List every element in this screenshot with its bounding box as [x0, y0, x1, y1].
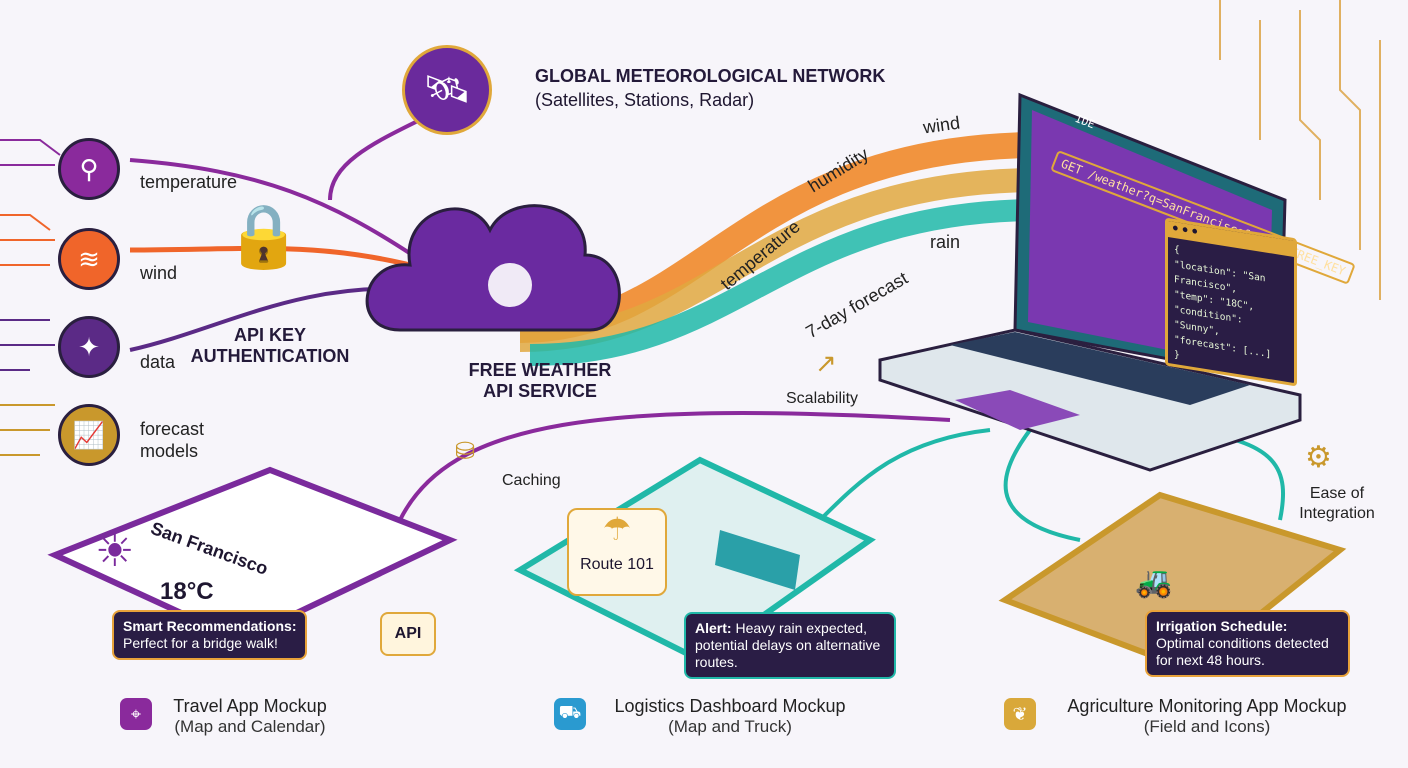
service-line2: API SERVICE: [483, 381, 597, 401]
network-title: GLOBAL METEOROLOGICAL NETWORK: [535, 66, 886, 86]
tip-text: Optimal conditions detected for next 48 …: [1156, 635, 1329, 668]
caption-title: Travel App Mockup: [173, 696, 327, 716]
caching-label: Caching: [502, 472, 561, 489]
tip-text: Perfect for a bridge walk!: [123, 635, 278, 651]
route-card: ☂ Route 101: [567, 508, 667, 596]
rain-cloud-icon: ☂: [602, 511, 632, 547]
integration-label: Ease of Integration: [1299, 485, 1375, 522]
agriculture-device: [998, 491, 1347, 674]
auth-line2: AUTHENTICATION: [190, 346, 350, 366]
tip-title: Alert:: [695, 620, 732, 636]
logistics-caption: Logistics Dashboard Mockup(Map and Truck…: [600, 696, 860, 737]
tractor-icon: 🚜: [1135, 566, 1173, 599]
irrigation-tooltip: Irrigation Schedule: Optimal conditions …: [1145, 610, 1350, 677]
tip-title: Irrigation Schedule:: [1156, 618, 1288, 634]
travel-caption: Travel App Mockup(Map and Calendar): [160, 696, 340, 737]
windsock-icon: ≋: [58, 228, 120, 290]
sun-icon: ☀: [95, 527, 135, 576]
lock-icon: 🔒: [225, 202, 303, 271]
tip-text: Heavy rain expected, potential delays on…: [695, 620, 881, 670]
satellite-icon: ✦: [58, 316, 120, 378]
caption-subtitle: (Map and Calendar): [174, 717, 326, 736]
json-response-window: ● ● ● { "location": "San Francisco", "te…: [1165, 217, 1297, 387]
auth-line1: API KEY: [233, 325, 307, 345]
source-label: data: [140, 352, 176, 372]
caption-title: Agriculture Monitoring App Mockup: [1067, 696, 1347, 716]
database-icon: ⛁: [455, 438, 476, 465]
logistics-device: [513, 456, 876, 664]
cloud-icon: [365, 204, 621, 332]
anemometer-icon: ⚲: [58, 138, 120, 200]
caption-subtitle: (Field and Icons): [1143, 717, 1271, 736]
api-badge: API: [380, 612, 436, 656]
source-label: temperature: [140, 172, 238, 192]
source-label: forecast models: [140, 419, 205, 461]
gear-icon: ⚙: [1305, 441, 1332, 474]
stream-label-rain: rain: [930, 232, 961, 252]
sprout-icon: ❦: [1004, 698, 1036, 730]
satellite-icon: 🛰: [402, 45, 492, 135]
tip-title: Smart Recommendations:: [123, 618, 297, 634]
travel-temp: 18°C: [160, 578, 214, 605]
caption-subtitle: (Map and Truck): [668, 717, 792, 736]
network-subtitle: (Satellites, Stations, Radar): [535, 90, 755, 110]
location-pin-icon: ⌖: [120, 698, 152, 730]
agriculture-caption: Agriculture Monitoring App Mockup(Field …: [1048, 696, 1366, 737]
caption-title: Logistics Dashboard Mockup: [614, 696, 846, 716]
source-label: wind: [140, 263, 178, 283]
service-line1: FREE WEATHER: [468, 360, 612, 380]
scalability-label: Scalability: [786, 390, 859, 407]
route-label: Route 101: [580, 556, 654, 573]
truck-icon: ⛟: [554, 698, 586, 730]
chart-icon: 📈: [58, 404, 120, 466]
scalability-icon: ↗: [815, 348, 837, 378]
smart-recommendation-tooltip: Smart Recommendations:Perfect for a brid…: [112, 610, 308, 660]
alert-tooltip: Alert: Heavy rain expected, potential de…: [684, 612, 896, 679]
